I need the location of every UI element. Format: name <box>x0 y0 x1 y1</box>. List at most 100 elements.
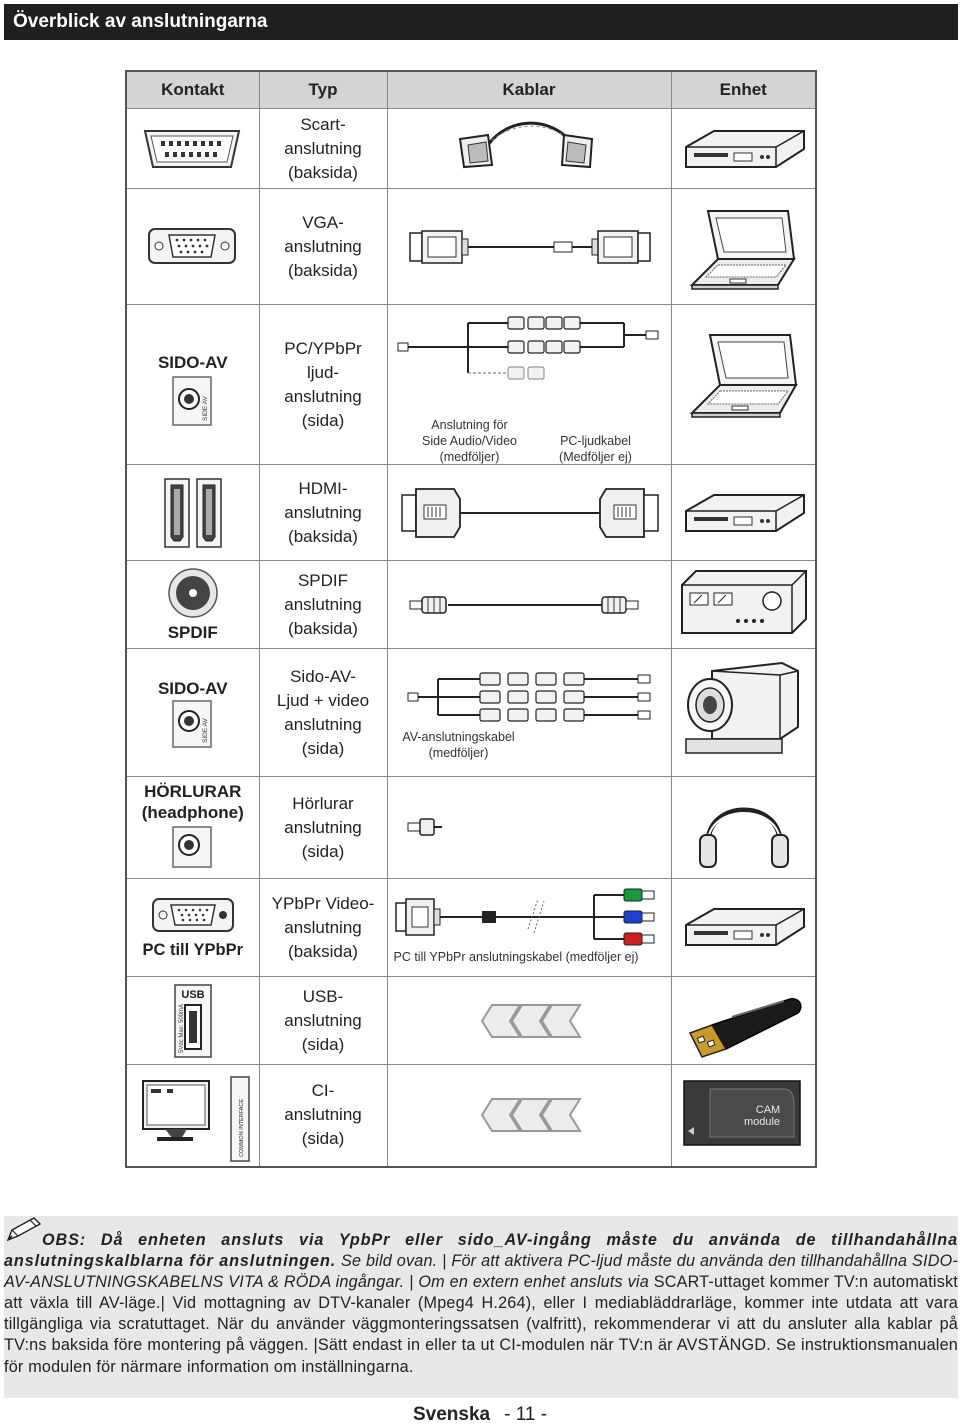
usb-port-icon: USB 5Vdc Max: 500mA <box>174 984 212 1058</box>
hdmi-cable-icon <box>400 488 659 538</box>
header-kablar: Kablar <box>386 70 672 109</box>
type-line: anslutning <box>284 917 362 937</box>
connector-cell <box>125 108 260 189</box>
note-plain: SCART-uttaget kommer TV:n automatiskt at… <box>4 1273 958 1376</box>
av-cable-icon <box>407 672 650 722</box>
connector-label: SIDO-AV <box>157 679 228 698</box>
table-header-row: Kontakt Typ Kablar Enhet <box>125 70 817 109</box>
camcorder-icon <box>684 661 799 754</box>
connector-cell: HÖRLURAR (headphone) <box>125 776 260 879</box>
page-number: - 11 - <box>504 1404 548 1425</box>
side-av-label: SIDE AV <box>202 718 209 743</box>
note-italic: Se bild ovan. | För att aktivera PC-ljud… <box>4 1252 959 1292</box>
connector-cell <box>125 188 260 305</box>
usb-label: USB <box>181 989 204 1001</box>
page-footer: Svenska- 11 - <box>0 1404 960 1426</box>
tv-rear-common-interface-icon: COMMON INTERFACE <box>142 1076 250 1162</box>
cable-caption: PC till YPbPr anslutningskabel (medfölje… <box>393 950 639 964</box>
type-cell: VGA- anslutning (baksida) <box>258 188 388 305</box>
cable-cell <box>386 108 672 189</box>
device-cell <box>670 878 817 977</box>
vga-cable-icon <box>408 230 651 264</box>
connector-cell: SPDIF <box>125 560 260 649</box>
connector-label: PC till YPbPr <box>142 941 244 959</box>
type-line: (sida) <box>301 738 345 758</box>
cable-cell <box>386 188 672 305</box>
type-line: anslutning <box>284 1010 362 1030</box>
device-cell <box>670 188 817 305</box>
table-row: SIDO-AV SIDE AV PC/YPbPr ljud- anslutnin… <box>125 304 817 465</box>
laptop-icon <box>689 210 796 290</box>
type-cell: Sido-AV- Ljud + video anslutning (sida) <box>258 648 388 777</box>
header-kontakt: Kontakt <box>125 70 260 109</box>
headphone-jack-icon <box>172 826 212 868</box>
device-cell <box>670 304 817 465</box>
table-row: PC till YPbPr YPbPr Video- anslutning (b… <box>125 878 817 977</box>
cam-label-line1: CAM <box>755 1104 779 1116</box>
side-av-jack-icon: SIDE AV <box>172 700 212 748</box>
cable-cell <box>386 976 672 1065</box>
side-av-jack-icon: SIDE AV <box>172 376 212 426</box>
type-line: VGA- <box>302 212 344 232</box>
type-line: (baksida) <box>288 618 358 638</box>
connector-cell: PC till YPbPr <box>125 878 260 977</box>
laptop-icon <box>689 334 798 418</box>
spdif-jack-icon <box>168 568 218 618</box>
scart-cable-icon <box>458 121 593 169</box>
connector-cell: SIDO-AV SIDE AV <box>125 648 260 777</box>
type-line: anslutning <box>284 502 362 522</box>
dvd-player-icon <box>684 494 805 532</box>
type-line: YPbPr Video- <box>271 893 375 913</box>
cable-cell: AV-anslutningskabel (medföljer) <box>386 648 672 777</box>
type-cell: YPbPr Video- anslutning (baksida) <box>258 878 388 977</box>
vga-connector-icon <box>152 898 234 932</box>
headphone-plug-icon <box>407 818 442 836</box>
type-line: Sido-AV- <box>290 666 356 686</box>
cable-cell: Anslutning för Side Audio/Video (medfölj… <box>386 304 672 465</box>
cable-caption: Anslutning för Side Audio/Video (medfölj… <box>422 418 517 464</box>
type-line: anslutning <box>284 236 362 256</box>
type-cell: Scart- anslutning (baksida) <box>258 108 388 189</box>
scart-connector-icon <box>143 130 241 168</box>
type-cell: HDMI- anslutning (baksida) <box>258 464 388 561</box>
pencil-note-icon <box>6 1217 42 1242</box>
type-line: (sida) <box>301 1129 345 1149</box>
type-line: SPDIF <box>297 570 349 590</box>
note-text: OBS: Då enheten ansluts via YpbPr eller … <box>4 1230 958 1378</box>
device-cell: CAM module <box>670 1064 817 1167</box>
type-line: (sida) <box>301 1034 345 1054</box>
headphones-icon <box>698 807 789 868</box>
type-line: ljud- <box>306 362 340 382</box>
connector-cell: USB 5Vdc Max: 500mA <box>125 976 260 1065</box>
dvd-player-icon <box>684 908 805 946</box>
table-row: Scart- anslutning (baksida) <box>125 108 817 189</box>
type-line: (sida) <box>301 841 345 861</box>
type-line: (baksida) <box>288 162 358 182</box>
common-interface-label: COMMON INTERFACE <box>239 1099 245 1157</box>
header-enhet: Enhet <box>670 70 817 109</box>
type-line: Ljud + video <box>276 690 370 710</box>
insert-arrows-icon <box>480 1098 582 1132</box>
device-cell <box>670 976 817 1065</box>
note-box <box>4 1216 958 1398</box>
type-line: anslutning <box>284 714 362 734</box>
connector-label: SPDIF <box>167 623 218 642</box>
cam-label-line2: module <box>743 1116 779 1128</box>
type-line: (baksida) <box>288 260 358 280</box>
table-row: HÖRLURAR (headphone) Hörlurar anslutning… <box>125 776 817 879</box>
type-line: CI- <box>311 1081 335 1101</box>
table-row: USB 5Vdc Max: 500mA USB- anslutning (sid… <box>125 976 817 1065</box>
type-line: USB- <box>302 986 344 1006</box>
device-cell <box>670 776 817 879</box>
cable-caption: PC-ljudkabel (Medföljer ej) <box>559 434 632 464</box>
connector-label: HÖRLURAR (headphone) <box>141 782 244 822</box>
connector-cell: COMMON INTERFACE <box>125 1064 260 1167</box>
header-typ: Typ <box>258 70 388 109</box>
type-line: anslutning <box>284 138 362 158</box>
cable-cell <box>386 560 672 649</box>
device-cell <box>670 560 817 649</box>
type-cell: SPDIF anslutning (baksida) <box>258 560 388 649</box>
type-line: (baksida) <box>288 941 358 961</box>
pc-to-ypbpr-cable-icon <box>394 888 654 946</box>
usb-rating-label: 5Vdc Max: 500mA <box>179 1004 185 1053</box>
